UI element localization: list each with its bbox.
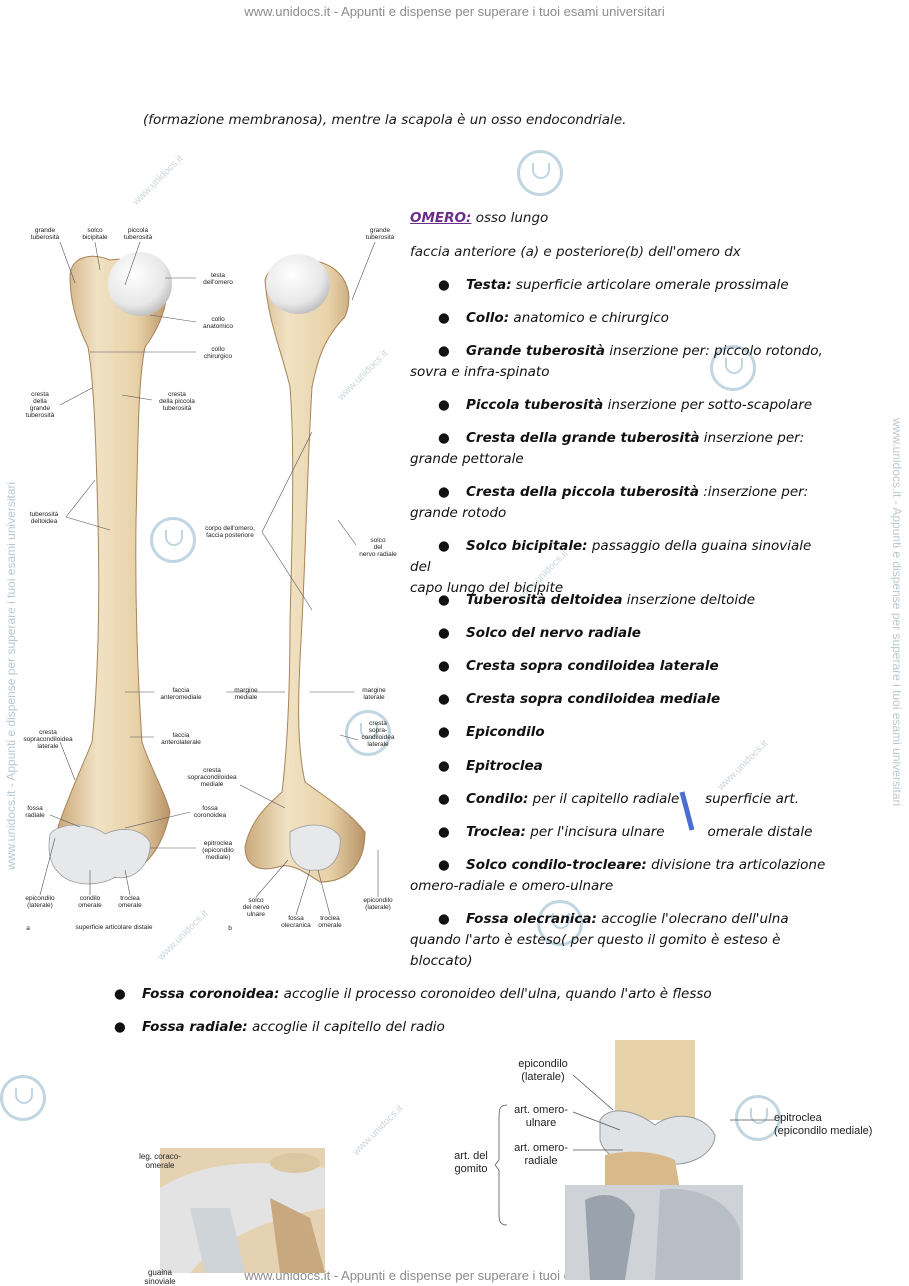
list-item: ●Fossa radiale: accoglie il capitello de… — [114, 1019, 445, 1035]
watermark-bottom: www.unidocs.it - Appunti e dispense per … — [244, 1268, 665, 1283]
shoulder-label-leg-coraco: leg. coraco- omerale — [139, 1152, 181, 1170]
side-watermark-right: www.unidocs.it - Appunti e dispense per … — [890, 418, 904, 807]
omero-title-rest: osso lungo — [471, 210, 549, 226]
label-grande-tuberosita-a: grande tuberosità — [30, 227, 60, 241]
list-item: ●Epitroclea — [438, 758, 543, 774]
watermark-logo-icon — [537, 900, 583, 946]
label-cresta-grande-tuberosita: cresta della grande tuberosità — [25, 391, 55, 419]
shoulder-label-guaina: guaina sinoviale — [144, 1268, 176, 1286]
watermark-logo-icon — [345, 710, 391, 756]
list-item: ●Epicondilo — [438, 724, 545, 740]
label-fig-b: b — [228, 925, 232, 932]
label-faccia-anteromediale: faccia anteromediale — [160, 687, 202, 701]
label-margine-laterale: margine laterale — [362, 687, 386, 701]
label-epicondilo-b: epicondilo (laterale) — [363, 897, 393, 911]
list-item: ●Grande tuberosità inserzione per: picco… — [410, 343, 823, 380]
humerus-illustration — [48, 252, 366, 885]
omero-subtitle: faccia anteriore (a) e posteriore(b) del… — [410, 244, 741, 260]
list-item: ●Piccola tuberosità inserzione per sotto… — [438, 397, 813, 413]
label-condilo-omerale: condilo omerale — [78, 895, 102, 909]
list-item: ●Troclea: per l'incisura ulnare omerale … — [438, 824, 813, 840]
list-item: ●Tuberosità deltoidea inserzione deltoid… — [438, 592, 756, 608]
label-faccia-anterolaterale: faccia anterolaterale — [161, 732, 201, 746]
watermark-logo-icon — [735, 1095, 781, 1141]
elbow-label-epicondilo: epicondilo (laterale) — [518, 1058, 568, 1083]
humerus-anterior — [48, 252, 172, 885]
label-collo-chirurgico: collo chirurgico — [203, 346, 233, 360]
list-item: ●Testa: superficie articolare omerale pr… — [438, 277, 789, 293]
intro-line: (formazione membranosa), mentre la scapo… — [143, 112, 627, 128]
label-fossa-olecranica: fossa olecranica — [281, 915, 311, 929]
label-collo-anatomico: collo anatomico — [203, 316, 233, 330]
elbow-label-art-omero-radiale: art. omero- radiale — [514, 1142, 568, 1167]
label-cresta-piccola-tuberosita: cresta della piccola tuberosità — [159, 391, 195, 412]
list-item: ●Cresta sopra condiloidea laterale — [438, 658, 719, 674]
elbow-label-epitroclea: epitroclea (epicondilo mediale) — [774, 1112, 873, 1137]
brace-icon — [679, 791, 695, 831]
side-watermark-left: www.unidocs.it - Appunti e dispense per … — [4, 481, 18, 870]
label-testa-omero: testa dell'omero — [203, 272, 233, 286]
label-fossa-coronoidea: fossa coronoidea — [193, 805, 227, 819]
elbow-label-art-omero-ulnare: art. omero- ulnare — [514, 1104, 568, 1129]
omero-heading: OMERO: osso lungo — [410, 208, 548, 229]
list-item: ●Cresta della piccola tuberosità :inserz… — [410, 484, 809, 521]
label-epitroclea: epitroclea (epicondilo mediale) — [202, 840, 234, 861]
label-epicondilo-a: epicondilo (laterale) — [25, 895, 55, 909]
label-troclea-omerale-b: troclea omerale — [318, 915, 342, 929]
list-item: ●Cresta della grande tuberosità inserzio… — [410, 430, 805, 467]
label-troclea-omerale-a: troclea omerale — [118, 895, 142, 909]
label-tuberosita-deltoidea: tuberosità deltoidea — [29, 511, 59, 525]
watermark-logo-icon — [710, 345, 756, 391]
shoulder-illustration — [160, 1148, 325, 1273]
watermark-logo-icon — [517, 150, 563, 196]
list-item: ●Solco del nervo radiale — [438, 625, 641, 641]
label-grande-tuberosita-b: grande tuberosità — [365, 227, 395, 241]
omero-title: OMERO: — [410, 210, 472, 226]
label-cresta-sopracondiloidea-laterale-b: cresta sopra- condiloidea laterale — [361, 720, 395, 748]
list-item: ●Fossa coronoidea: accoglie il processo … — [114, 986, 712, 1002]
label-piccola-tuberosita: piccola tuberosità — [123, 227, 153, 241]
list-item: ●Cresta sopra condiloidea mediale — [438, 691, 721, 707]
watermark-top: www.unidocs.it - Appunti e dispense per … — [244, 4, 665, 19]
diag-watermark: www.unidocs.it — [130, 153, 186, 208]
label-margine-mediale: margine mediale — [234, 687, 258, 701]
list-item: ●Solco bicipitale: passaggio della guain… — [410, 538, 812, 596]
list-item: ●Condilo: per il capitello radiale super… — [438, 791, 799, 807]
watermark-logo-icon — [0, 1075, 46, 1121]
label-corpo-omero: corpo dell'omero, faccia posteriore — [205, 525, 255, 539]
label-fig-a: a — [26, 925, 30, 932]
label-solco-nervo-radiale: solco del nervo radiale — [359, 537, 397, 558]
label-superficie-articolare: superficie articolare distale — [75, 924, 153, 931]
label-solco-bicipitale: solco bicipitale — [82, 227, 108, 241]
label-fossa-radiale: fossa radiale — [25, 805, 45, 819]
label-cresta-sopracondiloidea-mediale: cresta sopracondiloidea mediale — [187, 767, 237, 788]
diag-watermark: www.unidocs.it — [350, 1103, 406, 1158]
humerus-posterior — [244, 254, 366, 883]
list-item: ●Fossa olecranica: accoglie l'olecrano d… — [410, 911, 789, 969]
elbow-label-art-gomito: art. del gomito — [454, 1150, 488, 1175]
list-item: ●Collo: anatomico e chirurgico — [438, 310, 669, 326]
watermark-logo-icon — [150, 517, 196, 563]
label-cresta-sopracondiloidea-laterale-a: cresta sopracondiloidea laterale — [23, 729, 73, 750]
list-item: ●Solco condilo-trocleare: divisione tra … — [410, 857, 826, 894]
label-solco-nervo-ulnare: solco del nervo ulnare — [242, 897, 270, 918]
elbow-illustration — [565, 1040, 743, 1280]
